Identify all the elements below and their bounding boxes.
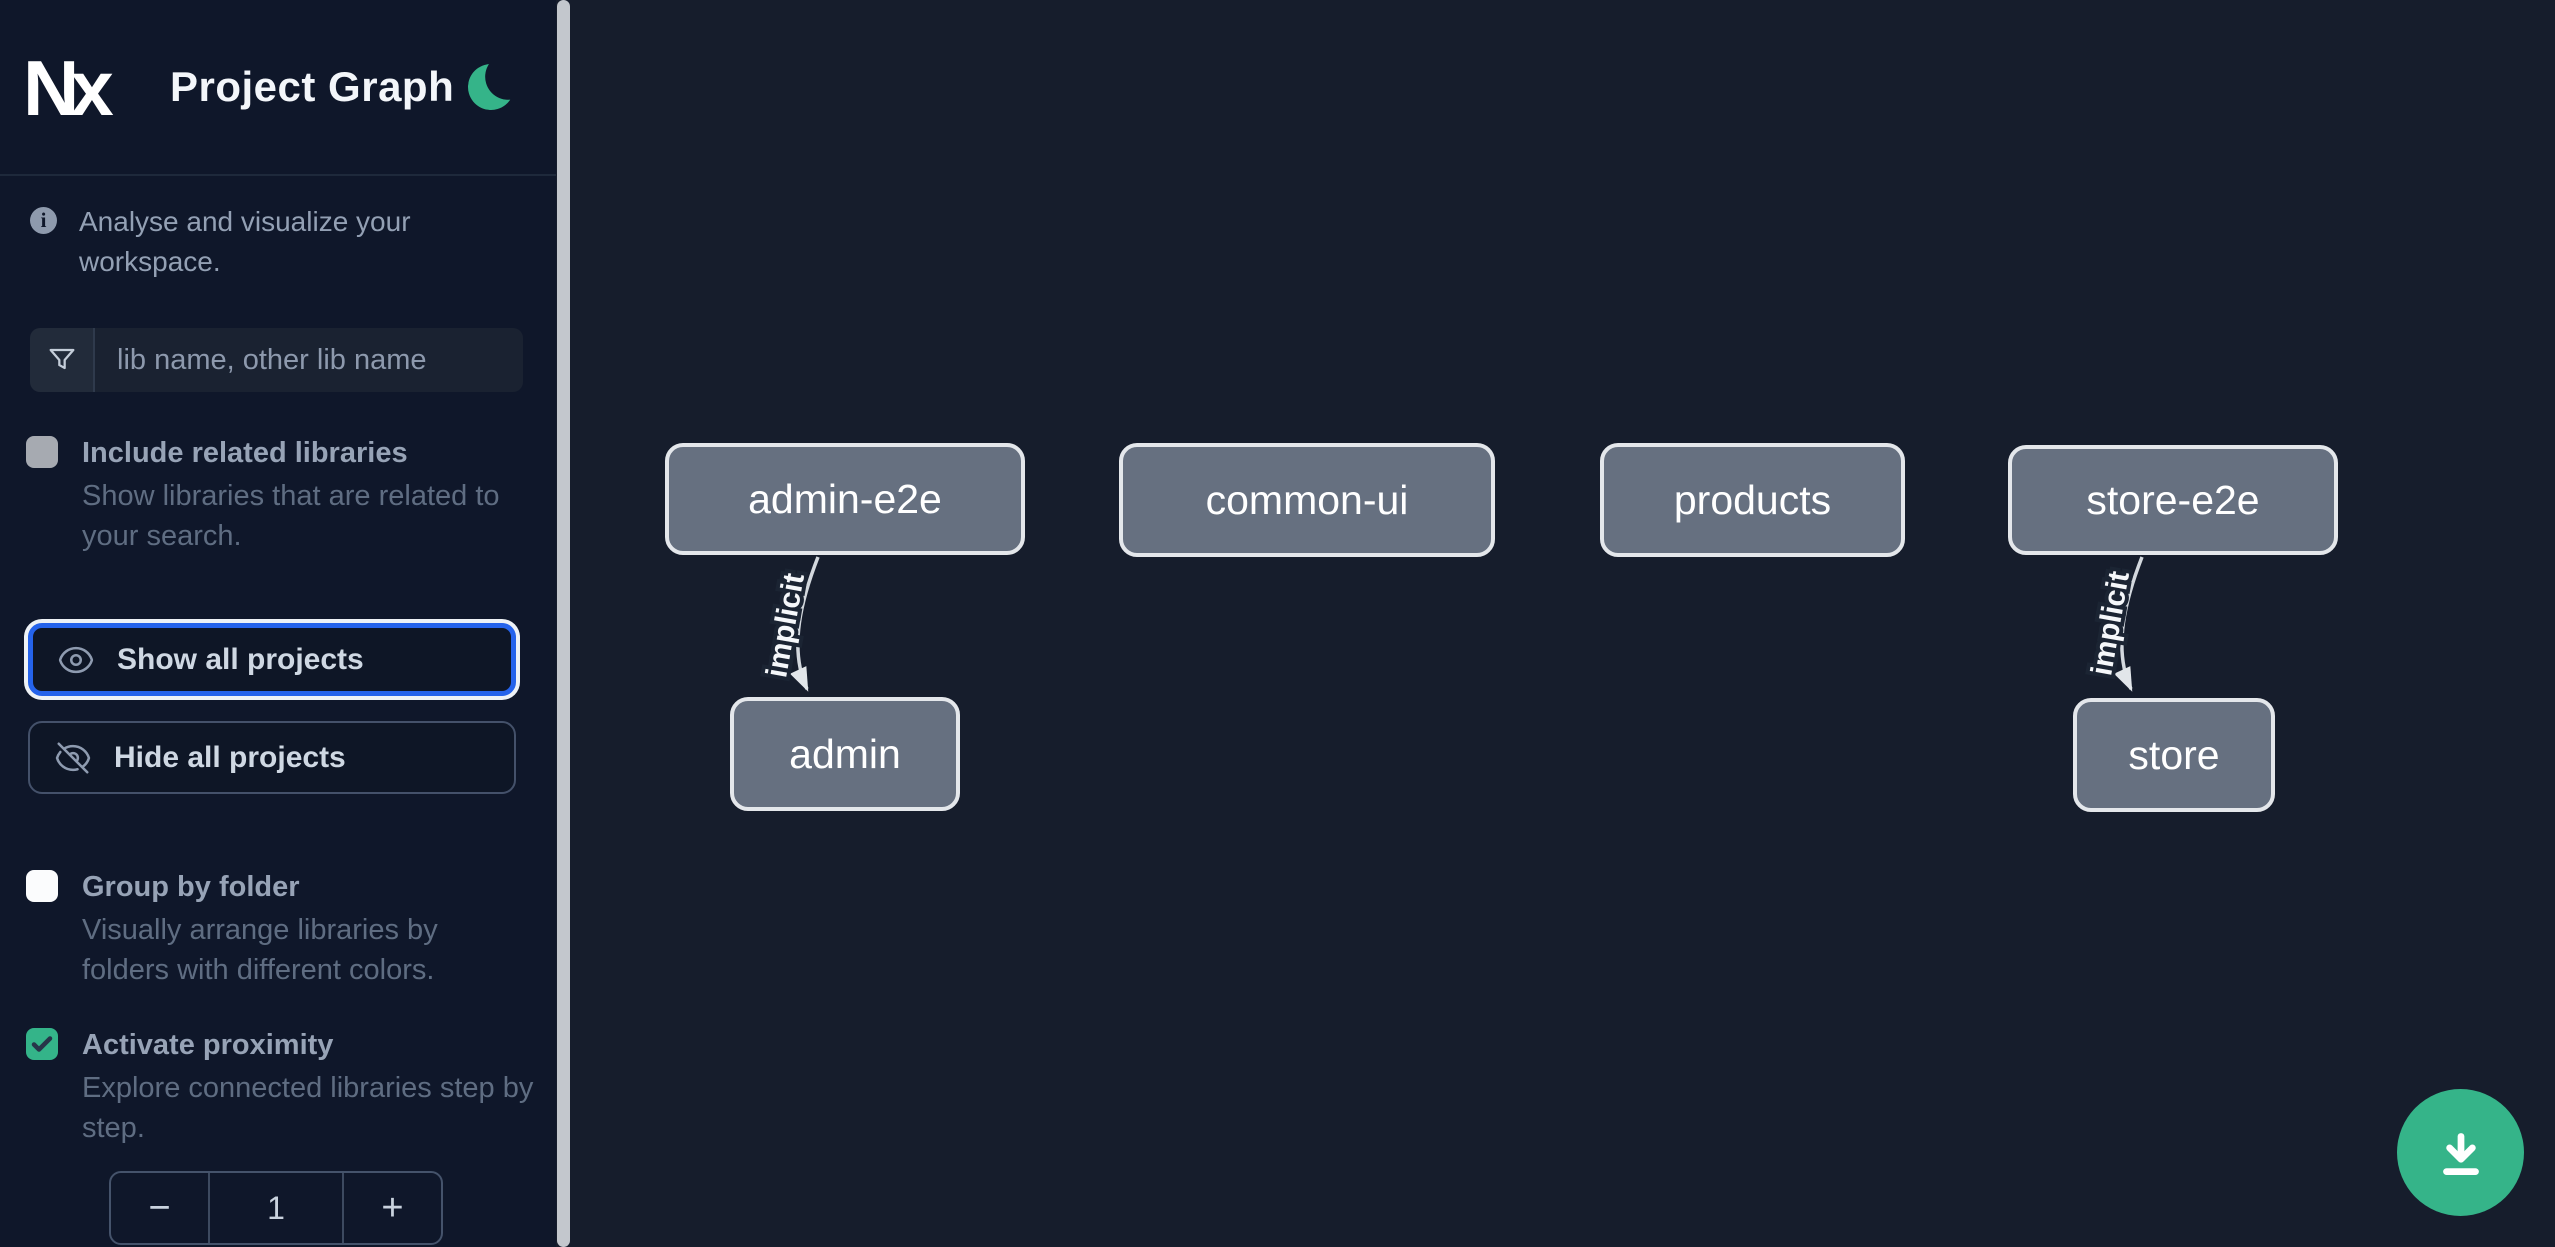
eye-icon xyxy=(57,641,95,679)
workspace-tagline-row: i Analyse and visualize your workspace. xyxy=(0,176,556,282)
dependency-edges: implicit implicit xyxy=(756,556,2144,692)
project-node-admin[interactable]: admin xyxy=(730,697,960,811)
option-label: Group by folder xyxy=(82,871,300,903)
project-node-store[interactable]: store xyxy=(2073,698,2275,812)
option-group-by-folder: Group by folder Visually arrange librari… xyxy=(0,866,556,990)
proximity-increment-button[interactable]: + xyxy=(344,1173,441,1243)
info-icon: i xyxy=(30,207,57,234)
download-graph-button[interactable] xyxy=(2397,1089,2524,1216)
option-include-related: Include related libraries Show libraries… xyxy=(0,432,556,556)
activate-proximity-checkbox[interactable] xyxy=(26,1028,58,1060)
hide-all-projects-button[interactable]: Hide all projects xyxy=(28,721,516,794)
option-description: Explore connected libraries step by step… xyxy=(82,1072,534,1144)
search-input[interactable] xyxy=(95,328,523,392)
proximity-depth-value: 1 xyxy=(208,1173,344,1243)
show-all-projects-button[interactable]: Show all projects xyxy=(28,623,516,696)
edge-store-e2e-to-store xyxy=(2114,556,2144,692)
edge-label-implicit: implicit xyxy=(760,571,811,680)
theme-toggle-button[interactable] xyxy=(468,63,516,111)
funnel-icon xyxy=(30,328,95,392)
edge-admin-e2e-to-admin xyxy=(790,556,820,692)
project-node-admin-e2e[interactable]: admin-e2e xyxy=(665,443,1025,555)
project-node-common-ui[interactable]: common-ui xyxy=(1119,443,1495,557)
include-related-checkbox[interactable] xyxy=(26,436,58,468)
option-description: Show libraries that are related to your … xyxy=(82,480,500,552)
proximity-decrement-button[interactable]: − xyxy=(111,1173,208,1243)
proximity-depth-stepper: − 1 + xyxy=(109,1171,443,1245)
download-icon xyxy=(2442,1132,2479,1175)
moon-icon xyxy=(466,62,517,113)
project-graph-canvas[interactable]: implicit implicit admin-e2e common-ui pr… xyxy=(570,0,2555,1247)
eye-slash-icon xyxy=(54,739,92,777)
project-node-products[interactable]: products xyxy=(1600,443,1905,557)
option-description: Visually arrange libraries by folders wi… xyxy=(82,914,438,986)
page-title: Project Graph xyxy=(170,63,455,110)
option-activate-proximity: Activate proximity Explore connected lib… xyxy=(0,1024,556,1148)
filter-search-box xyxy=(30,328,523,392)
project-node-store-e2e[interactable]: store-e2e xyxy=(2008,445,2338,555)
sidebar-resize-handle[interactable] xyxy=(557,0,570,1247)
sidebar-header: Nx Project Graph xyxy=(0,0,556,176)
edge-label-implicit: implicit xyxy=(2085,569,2136,678)
sidebar: Nx Project Graph i Analyse and visualize… xyxy=(0,0,556,1247)
workspace-tagline: Analyse and visualize your workspace. xyxy=(79,206,411,277)
option-label: Activate proximity xyxy=(82,1029,334,1061)
svg-text:Nx: Nx xyxy=(26,51,113,123)
check-icon xyxy=(31,1036,53,1052)
hide-all-projects-label: Hide all projects xyxy=(114,740,346,774)
show-all-projects-label: Show all projects xyxy=(117,642,364,676)
option-label: Include related libraries xyxy=(82,437,408,469)
group-by-folder-checkbox[interactable] xyxy=(26,870,58,902)
nx-logo-icon: Nx xyxy=(26,51,122,123)
